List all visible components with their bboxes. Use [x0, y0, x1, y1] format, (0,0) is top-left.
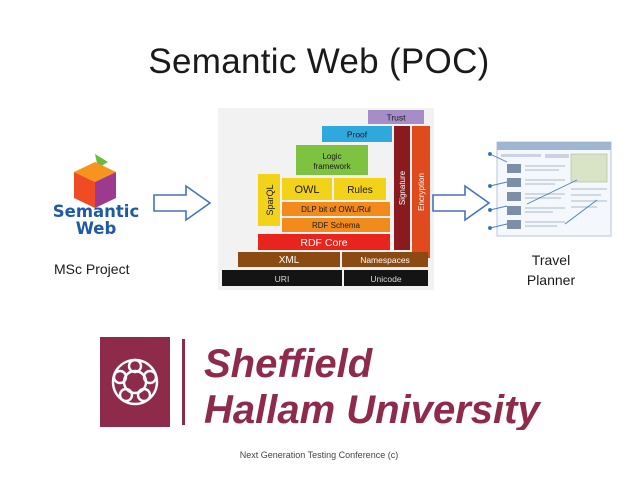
layer-unicode: [344, 270, 428, 286]
arrow-right-icon: [432, 184, 491, 222]
layer-rdf-schema: [282, 218, 390, 232]
logo-divider: [182, 339, 185, 425]
layer-rdf-core: [258, 234, 390, 250]
layer-dlp: [282, 202, 390, 216]
layer-rules-label: Rules: [347, 185, 373, 196]
layer-trust: [368, 110, 424, 124]
layer-encryption: [412, 126, 430, 258]
layer-owl: [282, 178, 332, 200]
arrow-right-icon: [153, 184, 212, 222]
layer-sparql: [258, 174, 280, 226]
layer-rdfs-label: RDF Schema: [312, 221, 361, 230]
logo-cube-right: [95, 172, 116, 208]
layer-trust-label: Trust: [386, 113, 406, 123]
university-crest: [100, 337, 170, 427]
layer-proof: [322, 126, 392, 142]
logo-cube-left: [74, 172, 95, 208]
logo-line-2: Web: [75, 219, 117, 238]
travel-planner-label: Travel Planner: [506, 250, 596, 290]
sheffield-hallam-university-logo: Sheffield Hallam University: [100, 337, 541, 430]
layer-encryption-label: Encryption: [417, 173, 426, 211]
slide-title: Semantic Web (POC): [148, 42, 490, 81]
travel-planner-screenshot: [487, 141, 612, 237]
travel-label-line-2: Planner: [526, 272, 576, 288]
university-name-line-2: Hallam University: [204, 388, 541, 430]
layer-rules: [334, 178, 386, 200]
layer-xml: [238, 252, 340, 267]
layer-uri: [222, 270, 342, 286]
layer-logic-framework: [296, 145, 368, 175]
layer-sparql-label: SparQL: [265, 184, 275, 215]
semantic-web-cube-logo: [74, 154, 116, 208]
layer-xml-label: XML: [279, 255, 300, 266]
layer-proof-label: Proof: [347, 130, 368, 140]
logo-line-1: Semantic: [52, 202, 140, 221]
layer-uri-label: URI: [275, 274, 290, 284]
semantic-web-wordmark: Semantic Web: [48, 203, 144, 237]
layer-signature: [394, 126, 410, 250]
layer-signature-label: Signature: [398, 170, 407, 205]
layer-dlp-label: DLP bit of OWL/Rul: [301, 205, 371, 214]
university-name-line-1: Sheffield: [204, 342, 374, 386]
layer-rdf-core-label: RDF Core: [300, 237, 347, 249]
travel-label-line-1: Travel: [531, 252, 571, 268]
layer-namespaces-label: Namespaces: [360, 255, 410, 265]
layer-owl-label: OWL: [294, 184, 319, 196]
msc-project-label: MSc Project: [54, 261, 130, 277]
layer-unicode-label: Unicode: [370, 274, 401, 284]
layer-namespaces: [342, 252, 428, 267]
footer-text: Next Generation Testing Conference (c): [239, 450, 399, 460]
